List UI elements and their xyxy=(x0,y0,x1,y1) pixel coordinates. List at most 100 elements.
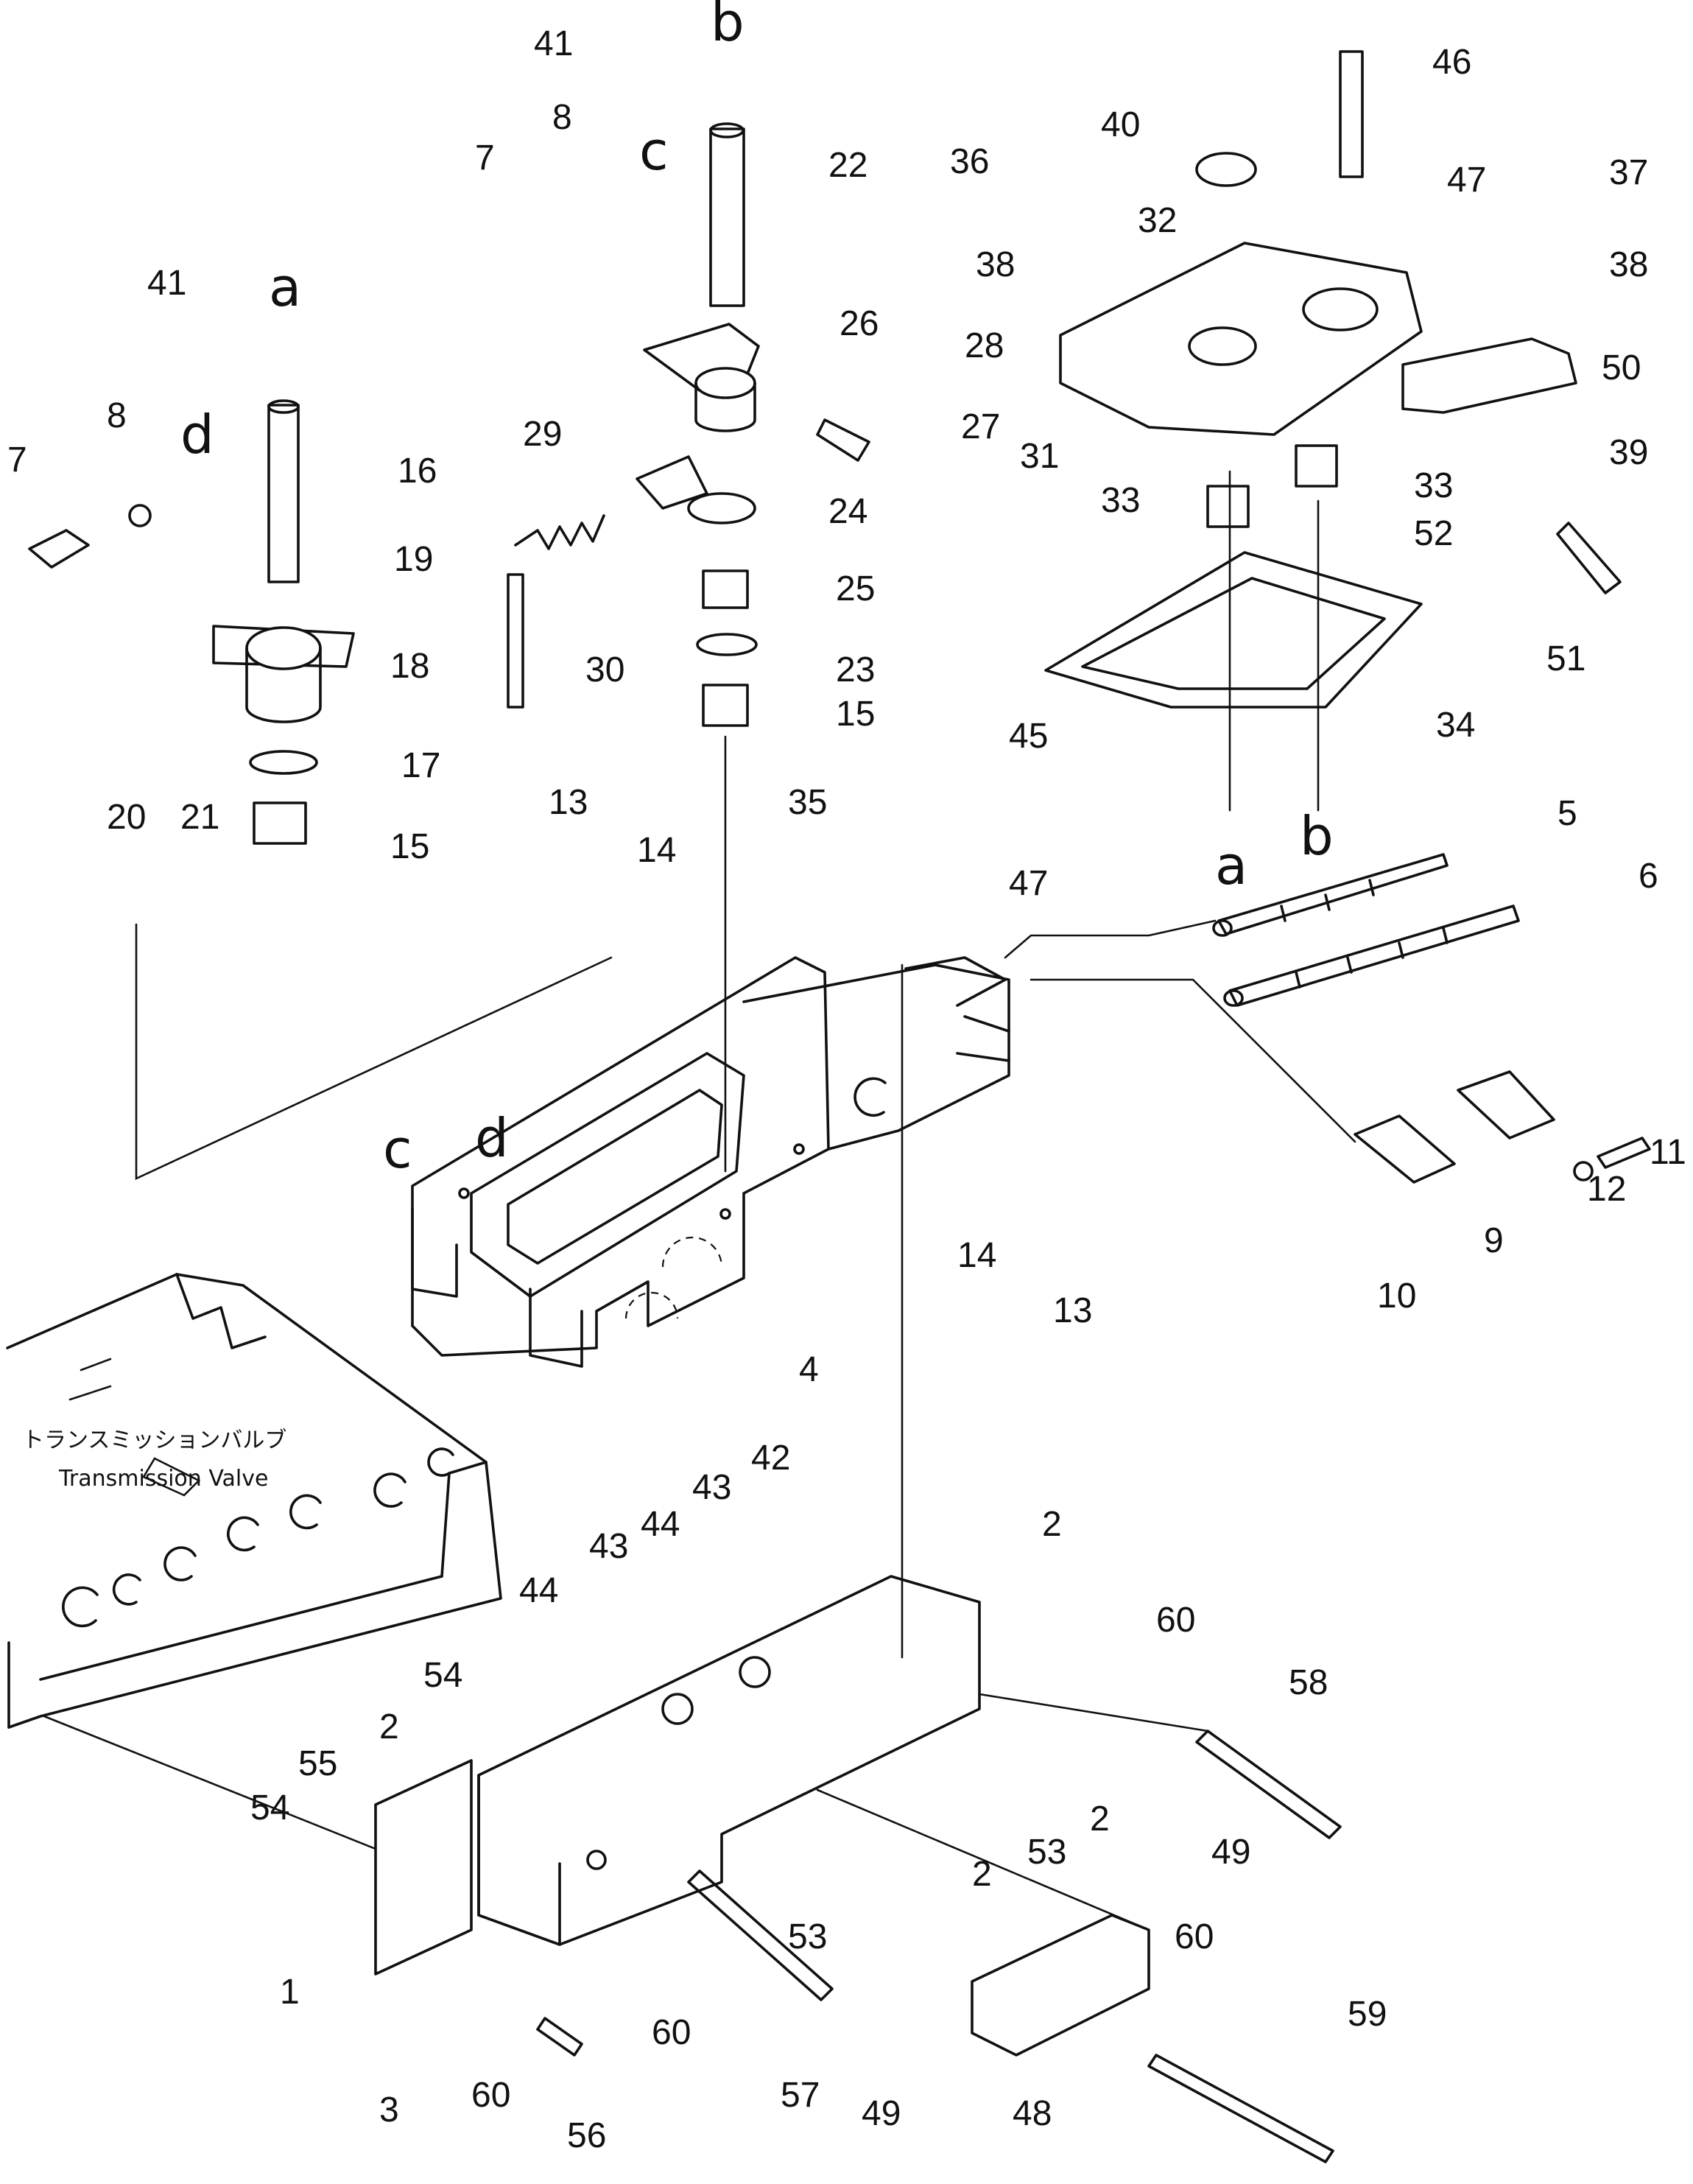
callout-35: 35 xyxy=(788,783,827,822)
callout-8: 8 xyxy=(552,98,572,137)
callout-57: 57 xyxy=(781,2076,820,2115)
part-8-nut xyxy=(128,504,152,527)
callout-8: 8 xyxy=(107,396,127,435)
part-57-bolt xyxy=(687,1869,834,2001)
callout-54: 54 xyxy=(250,1788,289,1827)
part-51-bolt xyxy=(1556,522,1622,594)
view-letter-d-upper: d xyxy=(180,404,214,466)
callout-7: 7 xyxy=(7,440,27,480)
callout-10: 10 xyxy=(1377,1277,1416,1316)
callout-18: 18 xyxy=(390,647,429,686)
part-48-cover xyxy=(971,1914,1150,2057)
callout-38: 38 xyxy=(976,245,1015,284)
callout-12: 12 xyxy=(1587,1170,1626,1209)
part-29-spring xyxy=(514,514,605,550)
callout-30: 30 xyxy=(585,650,624,689)
part-12-washer xyxy=(1573,1161,1594,1181)
caption-japanese: トランスミッションバルブ xyxy=(22,1428,286,1453)
callout-46: 46 xyxy=(1432,43,1471,82)
callout-50: 50 xyxy=(1602,348,1641,387)
transmission-valve-caption: トランスミッションバルブ Transmission Valve xyxy=(22,1428,286,1492)
callout-33: 33 xyxy=(1414,466,1453,505)
callout-14: 14 xyxy=(637,831,676,870)
part-27-bolt xyxy=(816,418,870,462)
callout-24: 24 xyxy=(828,492,867,531)
callout-14: 14 xyxy=(957,1236,996,1275)
callout-31: 31 xyxy=(1020,437,1059,476)
callout-11: 11 xyxy=(1650,1133,1686,1172)
callout-60: 60 xyxy=(1175,1917,1214,1956)
callout-13: 13 xyxy=(549,783,588,822)
callout-47: 47 xyxy=(1447,161,1486,200)
part-26-lever xyxy=(643,323,760,432)
callout-60: 60 xyxy=(1156,1601,1195,1640)
callout-33: 33 xyxy=(1101,481,1140,520)
view-letter-c-lower: c xyxy=(383,1118,412,1180)
callout-55: 55 xyxy=(298,1744,337,1783)
callout-25: 25 xyxy=(836,569,875,608)
callout-49: 49 xyxy=(862,2094,901,2133)
part-25-bearing xyxy=(702,569,749,609)
callout-2: 2 xyxy=(379,1707,399,1746)
part-7-lever-block xyxy=(28,529,90,569)
callout-44: 44 xyxy=(641,1505,680,1544)
callout-6: 6 xyxy=(1639,857,1658,896)
view-letter-a-upper: a xyxy=(269,256,301,318)
callout-60: 60 xyxy=(471,2076,510,2115)
callout-53: 53 xyxy=(788,1917,827,1956)
callout-38: 38 xyxy=(1609,245,1648,284)
callout-41: 41 xyxy=(147,264,186,303)
callout-59: 59 xyxy=(1348,1995,1387,2034)
callout-2: 2 xyxy=(1042,1505,1062,1544)
callout-7: 7 xyxy=(475,138,495,178)
callout-36: 36 xyxy=(950,142,989,181)
callout-27: 27 xyxy=(961,407,1000,446)
callout-60: 60 xyxy=(652,2013,691,2052)
part-30-pin xyxy=(507,573,524,709)
callout-37: 37 xyxy=(1609,153,1648,192)
caption-english: Transmission Valve xyxy=(58,1466,268,1492)
callout-26: 26 xyxy=(840,304,879,343)
callout-56: 56 xyxy=(567,2116,606,2155)
part-46-bolt xyxy=(1339,50,1364,178)
part-40-seal xyxy=(1195,152,1257,187)
callout-2: 2 xyxy=(972,1855,992,1894)
view-letter-b-lower: b xyxy=(1300,805,1334,867)
callout-3: 3 xyxy=(379,2090,399,2129)
part-58-bolt xyxy=(1195,1730,1342,1839)
callout-17: 17 xyxy=(401,746,440,785)
view-letter-c-upper: c xyxy=(639,120,669,182)
part-9-cover xyxy=(1457,1070,1555,1140)
callout-58: 58 xyxy=(1289,1663,1328,1702)
part-34-gasket xyxy=(1044,551,1423,709)
part-18-lever xyxy=(212,625,355,723)
view-letter-a-lower: a xyxy=(1215,835,1247,896)
callout-48: 48 xyxy=(1013,2094,1052,2133)
part-5-spool xyxy=(1212,853,1449,937)
part-23-washer xyxy=(696,633,758,656)
callout-49: 49 xyxy=(1211,1833,1250,1872)
part-1-base-block xyxy=(374,1575,981,1976)
view-letter-d-lower: d xyxy=(475,1107,509,1169)
callout-41: 41 xyxy=(534,24,573,63)
callout-39: 39 xyxy=(1609,433,1648,472)
callout-53: 53 xyxy=(1027,1833,1066,1872)
callout-19: 19 xyxy=(394,540,433,579)
part-24-lever xyxy=(636,455,756,524)
view-letter-b-upper: b xyxy=(711,0,745,53)
callout-42: 42 xyxy=(751,1439,790,1478)
callout-44: 44 xyxy=(519,1571,558,1610)
part-56-bolt xyxy=(536,2017,583,2057)
callout-20: 20 xyxy=(107,798,146,837)
part-10-gasket xyxy=(1354,1114,1456,1184)
callout-45: 45 xyxy=(1009,717,1048,756)
part-31-cover xyxy=(1059,242,1423,436)
callout-29: 29 xyxy=(523,415,562,454)
callout-16: 16 xyxy=(398,452,437,491)
callout-2: 2 xyxy=(1090,1799,1110,1839)
callout-43: 43 xyxy=(589,1527,628,1566)
callout-40: 40 xyxy=(1101,105,1140,144)
part-11-bolt xyxy=(1597,1137,1651,1169)
view-letters: a b c d a b c d xyxy=(180,0,1334,1180)
